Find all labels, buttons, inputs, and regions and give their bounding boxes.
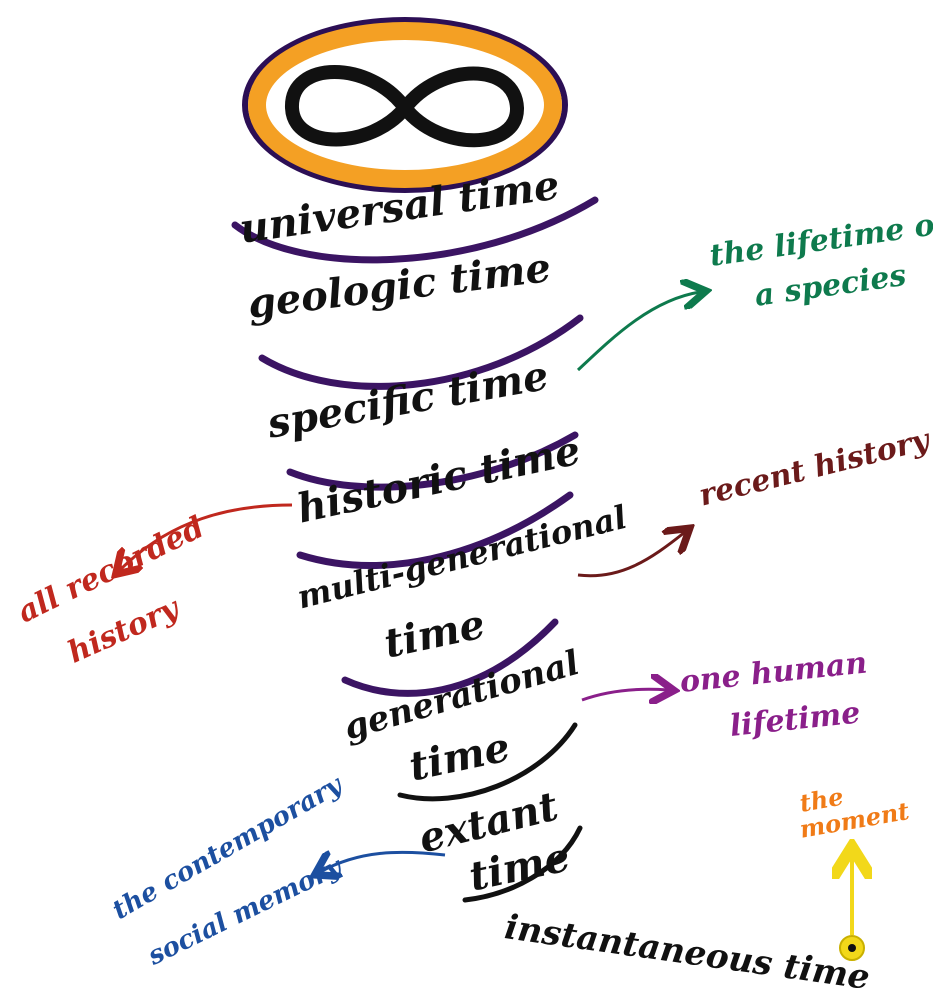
species-arrow	[578, 292, 700, 370]
human-lifetime-arrow	[582, 689, 668, 700]
